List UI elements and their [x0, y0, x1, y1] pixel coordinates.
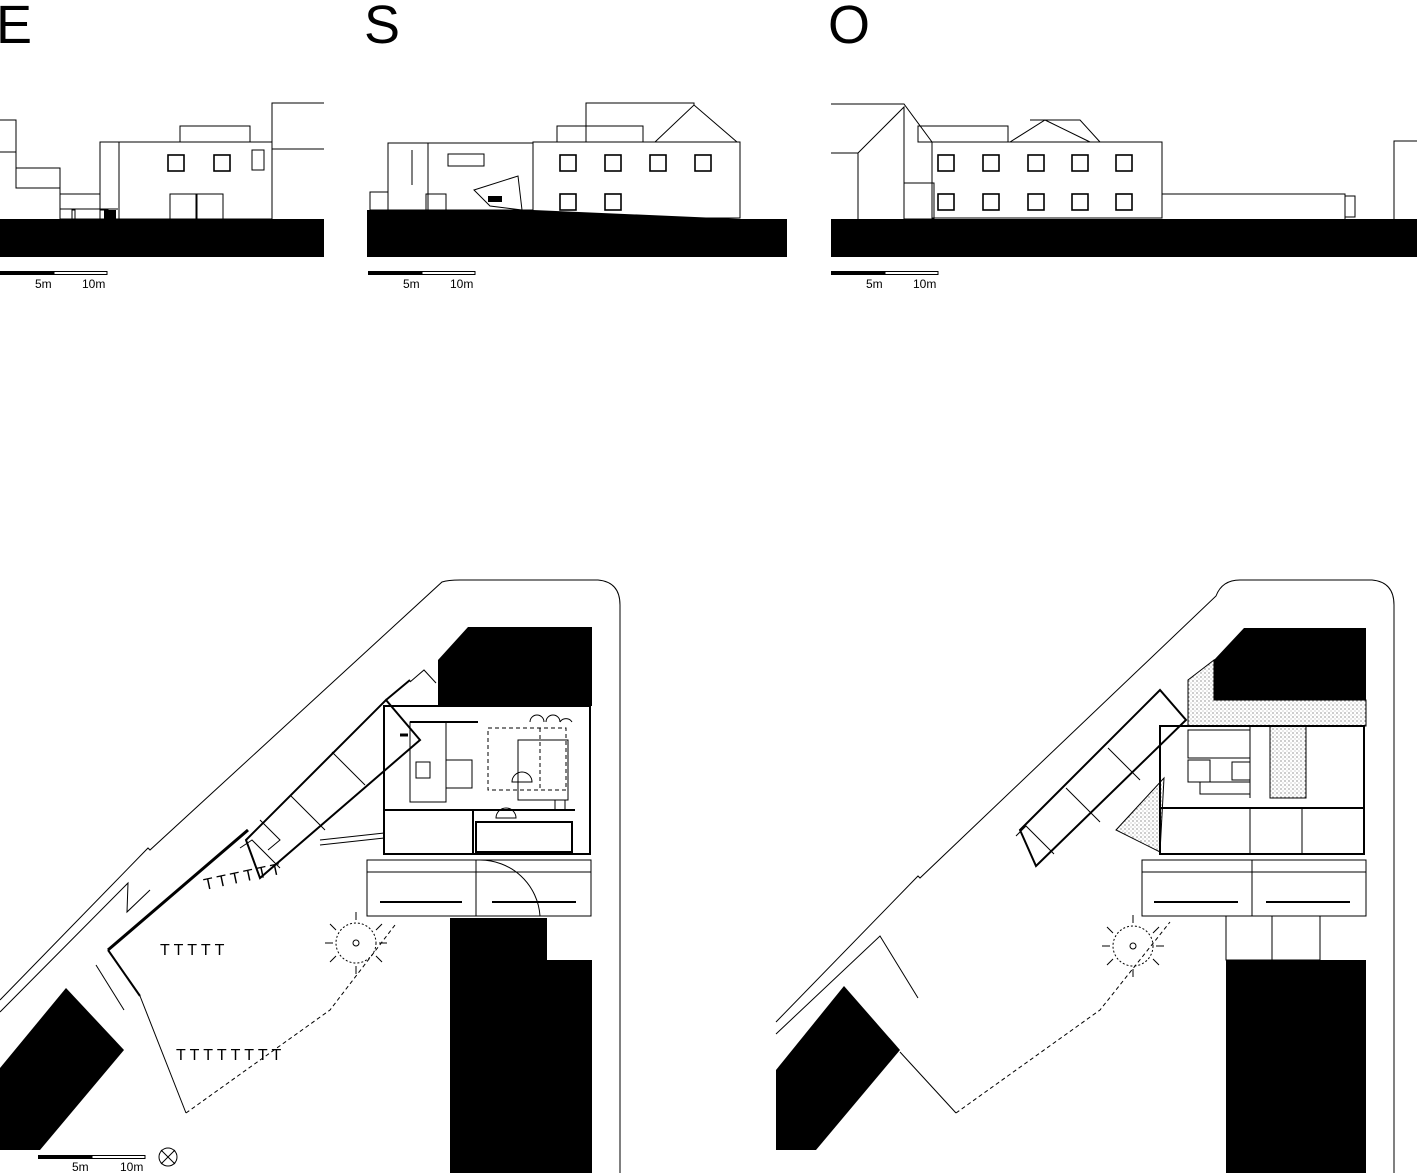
svg-text:T T T T T T T T: T T T T T T T T — [176, 1047, 281, 1064]
courtyard-hatch — [1269, 725, 1307, 799]
neighbour-building — [1226, 960, 1366, 1173]
elevation-letter-s: S — [364, 0, 400, 55]
north-arrow-icon — [158, 1147, 178, 1167]
scale-label-10m: 10m — [450, 277, 473, 291]
neighbour-building — [450, 918, 592, 1173]
plan-upper-floor — [775, 579, 1395, 1173]
neighbour-building — [776, 986, 900, 1150]
neighbour-building — [1214, 628, 1366, 700]
tree-icon — [1102, 915, 1164, 977]
elevation-east: E 5m 10m — [0, 0, 324, 291]
scale-label-10m: 10m — [913, 277, 936, 291]
elevation-west: O 5m 10m — [828, 0, 1417, 291]
ground-section — [831, 219, 1417, 257]
plan-ground-floor: T T T T T T T T T T T T T T T T T T T 5m… — [0, 579, 621, 1173]
scale-label-10m: 10m — [82, 277, 105, 291]
ground-section — [367, 210, 787, 257]
svg-text:T T T T T T: T T T T T T — [202, 861, 282, 894]
elevation-south: S 5m 10m — [364, 0, 787, 291]
elevation-letter-e: E — [0, 0, 32, 55]
svg-text:T T T T T: T T T T T — [160, 942, 225, 959]
scale-label-5m: 5m — [866, 277, 883, 291]
terrace-hatch — [1115, 776, 1165, 853]
elevation-letter-o: O — [828, 0, 870, 55]
neighbour-building — [438, 627, 592, 706]
tree-icon — [325, 912, 387, 974]
scale-label-5m: 5m — [403, 277, 420, 291]
scale-label-5m: 5m — [72, 1160, 89, 1173]
ground-section — [0, 219, 324, 257]
scale-label-10m: 10m — [120, 1160, 143, 1173]
neighbour-building — [0, 988, 124, 1150]
scale-label-5m: 5m — [35, 277, 52, 291]
